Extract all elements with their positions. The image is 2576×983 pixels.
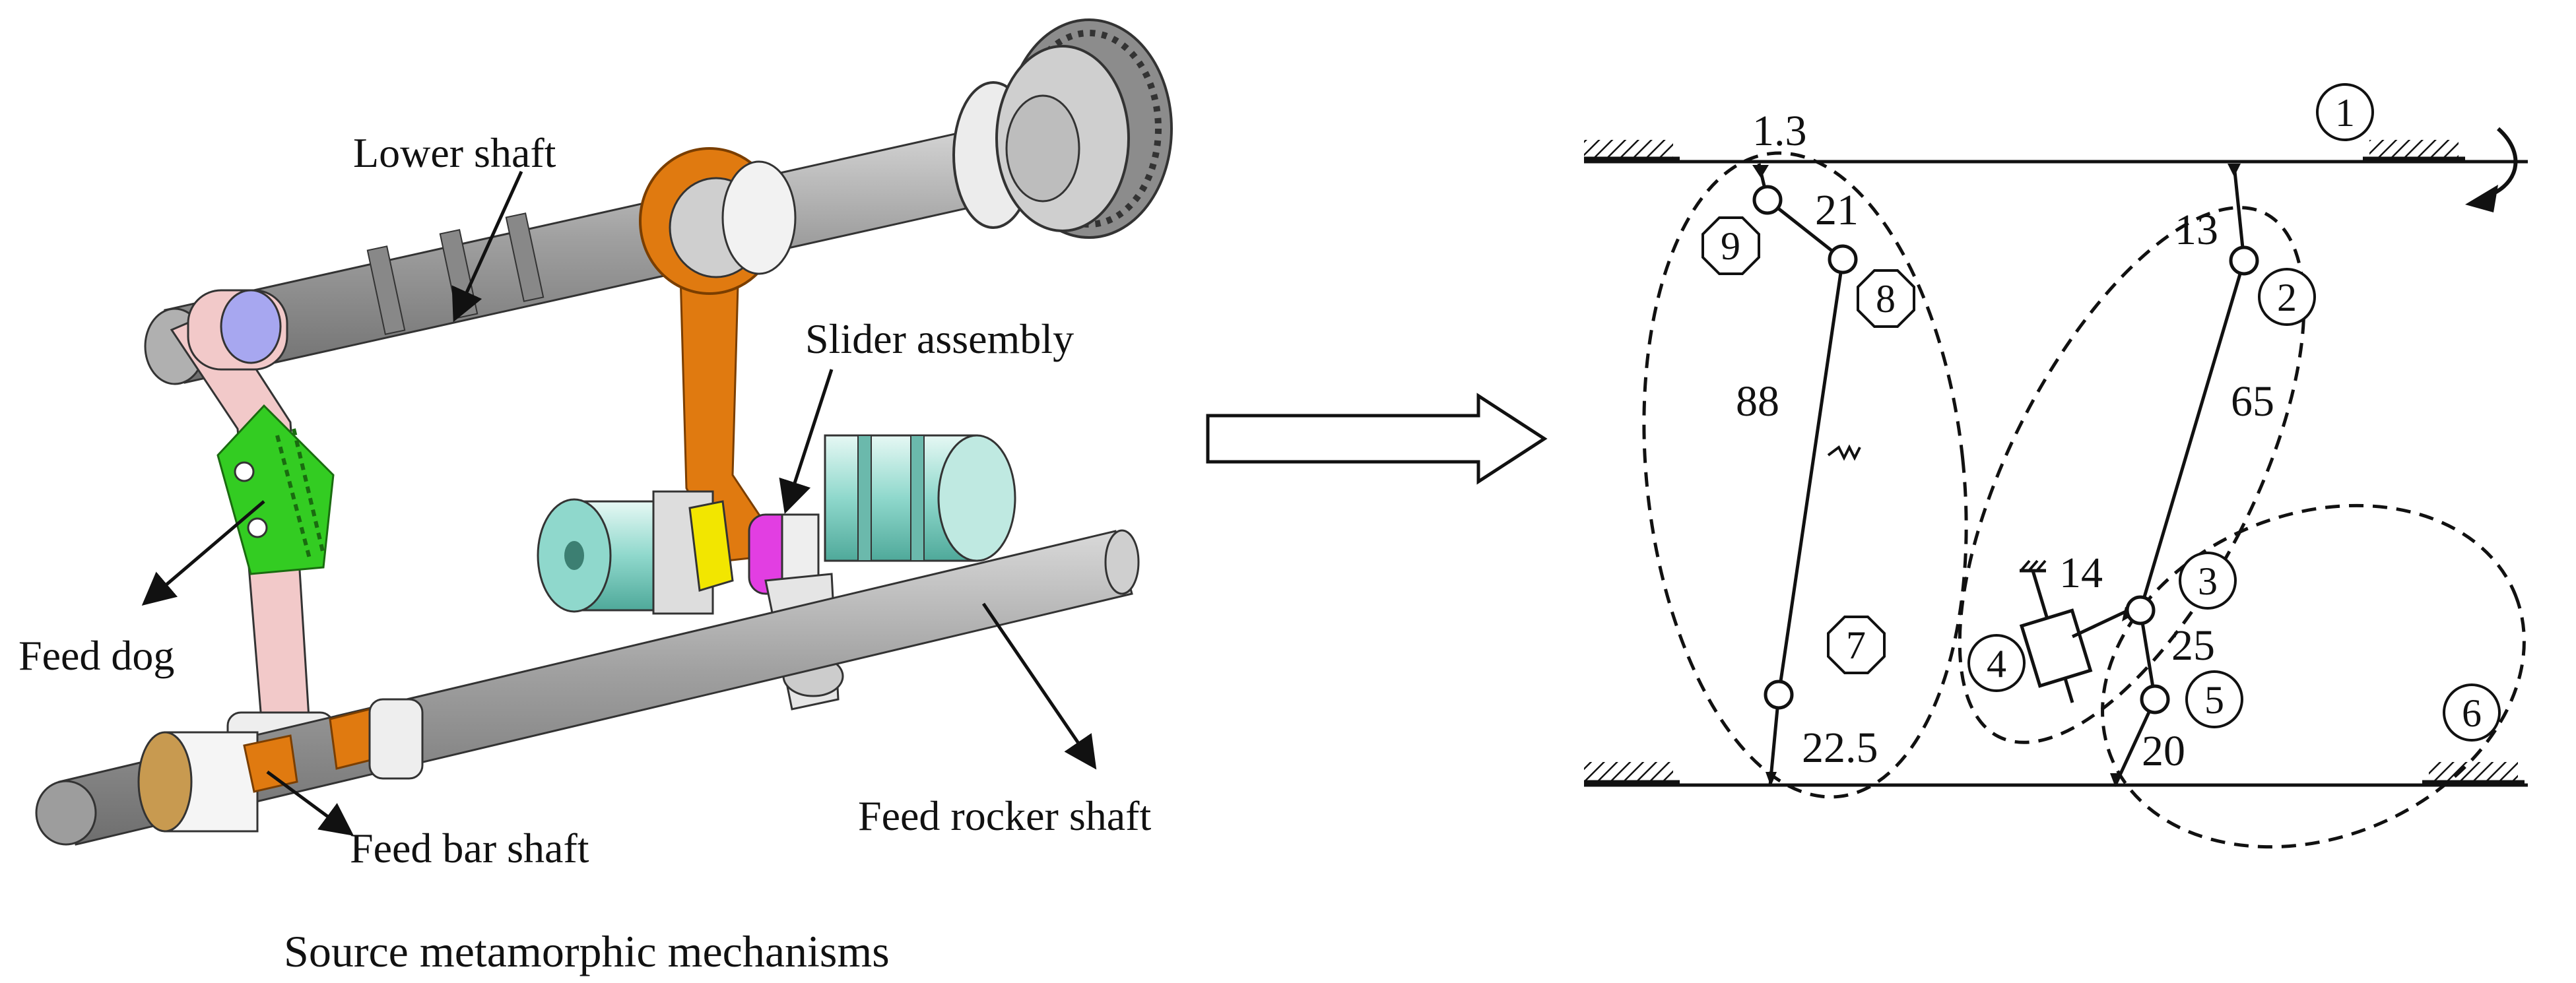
badge-2	[2258, 268, 2316, 326]
badge-6	[2443, 683, 2501, 742]
arrow-feed-bar-shaft	[266, 770, 354, 836]
spring-symbol	[1827, 444, 1861, 461]
lower-shaft	[144, 117, 1044, 385]
mechanism-3d: Lower shaft Slider assembly Feed dog Fee…	[18, 18, 1173, 976]
dim-25: 25	[2171, 621, 2215, 670]
loop-right	[2101, 503, 2526, 849]
arrow-feed-dog	[141, 500, 265, 606]
dim-13: 13	[2175, 206, 2218, 254]
badge-4	[1967, 634, 2026, 692]
arrow-slider-assembly	[779, 369, 834, 515]
coupling-left	[537, 490, 714, 615]
link-8-7	[1777, 259, 1845, 695]
joint-8	[1828, 244, 1858, 274]
arrow-feed-rocker-shaft	[981, 602, 1097, 770]
link-9-8	[1766, 199, 1844, 261]
label-lower-shaft: Lower shaft	[353, 129, 556, 176]
loop-left	[1642, 151, 1968, 799]
badge-7	[1827, 616, 1886, 674]
feed-bar-shaft-part	[137, 698, 424, 833]
node-9: 9	[1721, 224, 1740, 268]
node-numbers: 1 2 3 4 5 6 7 8 9	[1721, 91, 2482, 735]
ground-hatch-top-left	[1584, 140, 1680, 160]
dim-20: 20	[2142, 727, 2185, 775]
link-3-5	[2138, 610, 2157, 700]
coupling-right	[824, 434, 1016, 562]
loop-center	[1958, 206, 2306, 744]
link-dimensions: 1.3 21 13 88 65 14 25 22.5 20	[1736, 107, 2274, 775]
joint-2	[2229, 245, 2259, 276]
badge-3	[2179, 552, 2237, 610]
dim-88: 88	[1736, 377, 1779, 426]
badge-8	[1857, 269, 1915, 328]
feed-dog-part	[216, 404, 335, 575]
feed-rocker-shaft	[35, 529, 1140, 846]
ground-hatch-bottom-left	[1584, 762, 1680, 784]
joint-7	[1764, 680, 1794, 710]
link-1-2	[2232, 164, 2246, 261]
label-feed-dog: Feed dog	[18, 632, 174, 679]
caption: Source metamorphic mechanisms	[284, 926, 890, 976]
arrow-lower-shaft	[451, 170, 523, 323]
label-feed-rocker-shaft: Feed rocker shaft	[858, 792, 1151, 839]
leader-arrows	[141, 170, 1097, 836]
transition-arrow	[1206, 393, 1548, 485]
link-2-3	[2138, 260, 2246, 611]
dim-21: 21	[1815, 186, 1859, 234]
ground-hatch-top-right	[2363, 140, 2465, 160]
node-7: 7	[1846, 623, 1866, 667]
kinematic-diagram	[1584, 83, 2528, 849]
gear	[952, 18, 1173, 239]
dim-14: 14	[2059, 549, 2103, 597]
joint-9	[1752, 185, 1783, 215]
node-6: 6	[2462, 691, 2482, 735]
node-4: 4	[1987, 642, 2006, 685]
node-8: 8	[1876, 277, 1896, 321]
link-7-ground	[1768, 694, 1781, 786]
label-feed-bar-shaft: Feed bar shaft	[350, 825, 589, 872]
node-5: 5	[2204, 678, 2224, 722]
connecting-rod	[639, 147, 797, 562]
dim-1-3: 1.3	[1752, 107, 1807, 155]
node-badges	[1701, 83, 2501, 742]
dim-22-5: 22.5	[1802, 724, 1878, 772]
badge-1	[2316, 83, 2374, 141]
label-slider-assembly: Slider assembly	[805, 315, 1074, 362]
node-1: 1	[2335, 91, 2355, 135]
dim-65: 65	[2231, 377, 2274, 426]
node-3: 3	[2198, 559, 2218, 603]
link-5-ground	[2113, 698, 2157, 786]
node-2: 2	[2277, 276, 2297, 319]
ground-hatch-bottom-right	[2422, 762, 2525, 784]
joint-3	[2125, 595, 2156, 625]
joint-5	[2140, 684, 2170, 714]
badge-5	[2185, 670, 2243, 728]
badge-9	[1701, 216, 1760, 275]
